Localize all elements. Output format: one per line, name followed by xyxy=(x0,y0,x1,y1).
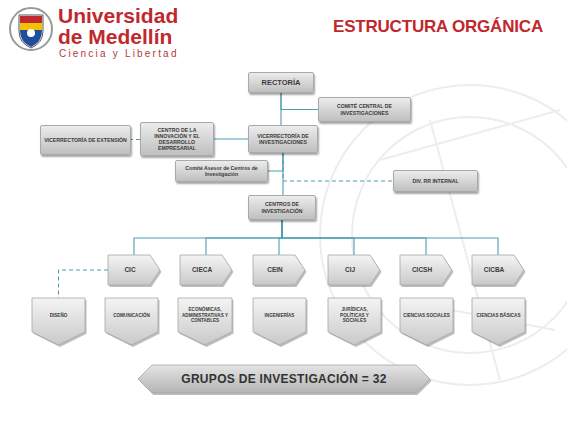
node-text: JURÍDICAS, POLÍTICAS Y SOCIALES xyxy=(329,307,380,324)
faculty-box: CIENCIAS SOCIALES xyxy=(400,298,453,345)
connector-line xyxy=(206,220,282,255)
connector-line xyxy=(268,153,283,171)
org-box: DIV. RR INTERNAL xyxy=(393,170,478,192)
org-box: RECTORÍA xyxy=(248,72,314,93)
org-box: COMITÉ CENTRAL DE INVESTIGACIONES xyxy=(318,97,411,122)
university-name: Universidad xyxy=(58,4,178,28)
node-text: CIENCIAS BÁSICAS xyxy=(477,313,521,319)
center-tag: CIC xyxy=(108,255,160,285)
shape-outline xyxy=(105,298,158,345)
node-text: CICBA xyxy=(484,266,505,274)
university-motto: Ciencia y Libertad xyxy=(59,48,179,59)
node-text: ECONÓMICAS, ADMINISTRATIVAS Y CONTABLES xyxy=(179,307,231,324)
shape-fill xyxy=(253,255,305,285)
shape-fill xyxy=(328,298,381,345)
node-text: VICERRECTORÍA DE EXTENSIÓN xyxy=(44,137,127,143)
page-title: ESTRUCTURA ORGÁNICA xyxy=(333,17,543,37)
university-name: de Medellín xyxy=(58,25,172,49)
shape-fill xyxy=(105,298,158,345)
shape-fill xyxy=(253,298,306,345)
dashed-connector xyxy=(131,139,140,140)
faculty-box: ECONÓMICAS, ADMINISTRATIVAS Y CONTABLES xyxy=(178,298,232,345)
center-tag: CEIN xyxy=(253,255,305,285)
node-text: VICERRECTORÍA DE INVESTIGACIONES xyxy=(251,133,315,145)
shape-fill xyxy=(400,255,452,285)
shape-fill xyxy=(472,255,524,285)
shape-outline xyxy=(253,298,306,345)
org-box: VICERRECTORÍA DE EXTENSIÓN xyxy=(40,125,131,155)
center-tag: CICBA xyxy=(472,255,524,285)
node-text: DISEÑO xyxy=(50,313,68,319)
node-text: CIJ xyxy=(345,266,355,274)
faculty-box: CIENCIAS BÁSICAS xyxy=(472,298,525,345)
connector-line xyxy=(281,93,318,110)
faculty-box: JURÍDICAS, POLÍTICAS Y SOCIALES xyxy=(328,298,381,345)
shape-outline xyxy=(472,298,525,345)
university-crest xyxy=(10,8,52,50)
shape-outline xyxy=(400,298,453,345)
shape-fill xyxy=(180,255,232,285)
node-text: CIECA xyxy=(192,266,212,274)
center-tag: CICSH xyxy=(400,255,452,285)
node-text: CICSH xyxy=(412,266,432,274)
node-text: GRUPOS DE INVESTIGACIÓN = 32 xyxy=(181,372,386,386)
faculty-box: DISEÑO xyxy=(32,298,85,345)
shape-fill xyxy=(472,298,525,345)
shape-fill xyxy=(328,255,380,285)
node-text: COMUNICACIÓN xyxy=(113,313,150,319)
shape-fill xyxy=(108,255,160,285)
shape-fill xyxy=(32,298,85,345)
node-text: CENTRO DE LA INNOVACIÓN Y EL DESARROLLO … xyxy=(143,127,211,152)
org-box: VICERRECTORÍA DE INVESTIGACIONES xyxy=(248,125,318,153)
connector-line xyxy=(282,220,498,255)
node-text: COMITÉ CENTRAL DE INVESTIGACIONES xyxy=(321,103,408,115)
dashed-connector xyxy=(283,153,393,181)
shape-fill xyxy=(138,365,430,393)
center-tag: CIECA xyxy=(180,255,232,285)
dashed-connector xyxy=(59,270,109,298)
node-text: INGENIERÍAS xyxy=(265,313,295,319)
groups-band: GRUPOS DE INVESTIGACIÓN = 32 xyxy=(138,365,430,393)
faculty-box: INGENIERÍAS xyxy=(253,298,306,345)
node-text: CENTROS DE INVESTIGACIÓN xyxy=(251,201,313,213)
org-box: CENTRO DE LA INNOVACIÓN Y EL DESARROLLO … xyxy=(140,122,214,156)
connector-line xyxy=(134,220,282,255)
org-box: CENTROS DE INVESTIGACIÓN xyxy=(248,195,316,220)
connector-line xyxy=(214,138,248,139)
shape-outline xyxy=(32,298,85,345)
node-text: CEIN xyxy=(267,266,283,274)
faculty-box: COMUNICACIÓN xyxy=(105,298,158,345)
center-tag: CIJ xyxy=(328,255,380,285)
node-text: CIC xyxy=(124,266,135,274)
shape-fill xyxy=(400,298,453,345)
shape-fill xyxy=(178,298,232,345)
node-text: DIV. RR INTERNAL xyxy=(412,178,458,184)
org-box: Comité Asesor de Centros de Investigació… xyxy=(175,160,268,182)
node-text: RECTORÍA xyxy=(261,78,300,87)
node-text: Comité Asesor de Centros de Investigació… xyxy=(178,165,265,177)
node-text: CIENCIAS SOCIALES xyxy=(403,313,450,319)
